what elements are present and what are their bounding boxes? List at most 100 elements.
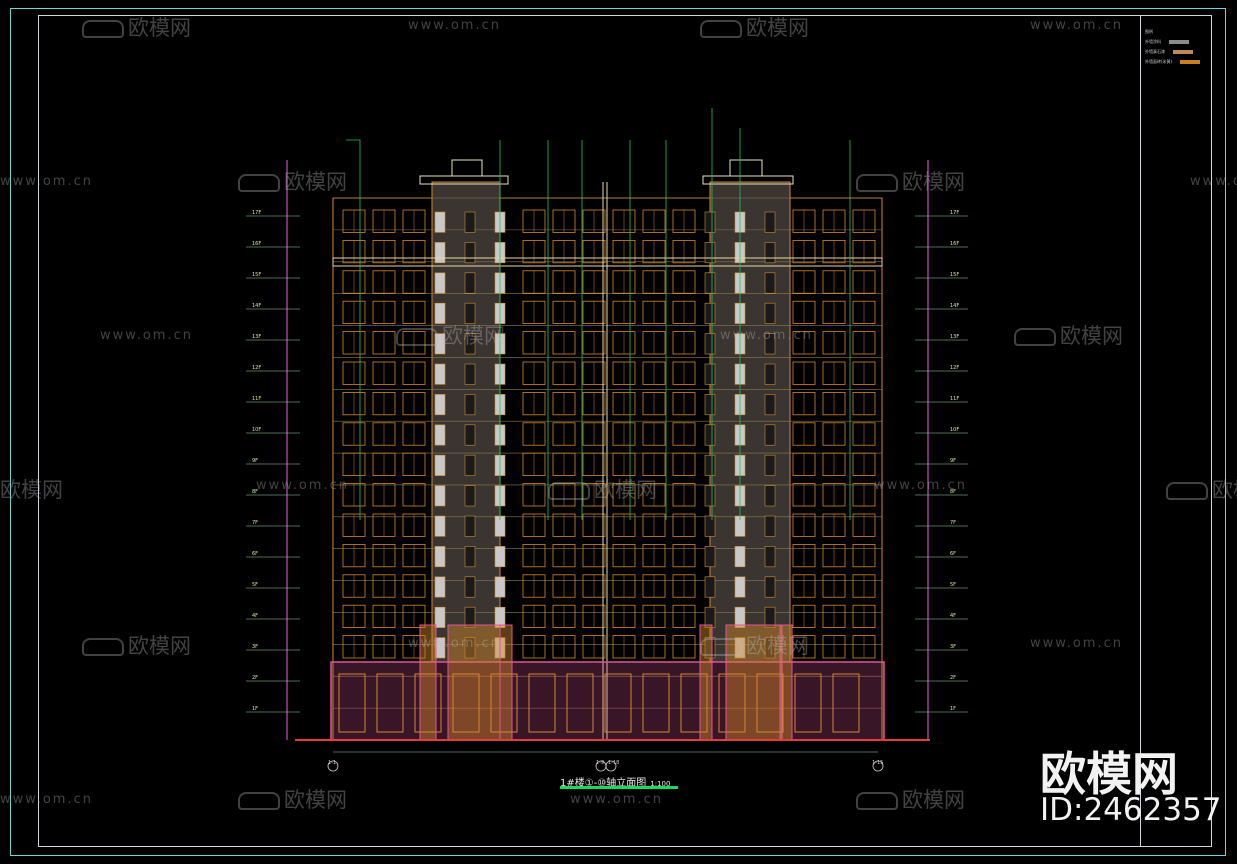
shopfront-opening	[680, 673, 708, 733]
tower-window	[764, 485, 776, 507]
tower-window	[764, 272, 776, 294]
tower-window	[464, 637, 476, 659]
tower-window	[764, 302, 776, 324]
tower-window	[434, 606, 446, 628]
tower-window	[434, 576, 446, 598]
tower-window	[734, 546, 746, 568]
shopfront-opening	[604, 673, 632, 733]
level-label: 6F	[252, 551, 258, 557]
tower-window	[434, 363, 446, 385]
title-block-row: 外墙涂料	[1145, 39, 1189, 45]
title-block-row: 外墙面砖(米黄)	[1145, 59, 1201, 65]
tower-window	[434, 272, 446, 294]
tower-window	[734, 637, 746, 659]
tower-window	[434, 242, 446, 264]
tower-window	[764, 333, 776, 355]
tower-window	[704, 394, 716, 416]
tower-window	[764, 454, 776, 476]
drawing-inner-frame	[38, 15, 1212, 847]
level-label: 12F	[950, 365, 959, 371]
level-label: 3F	[252, 644, 258, 650]
shopfront-opening	[414, 673, 442, 733]
level-label: 8F	[950, 489, 956, 495]
axis-bubble	[327, 760, 339, 772]
shopfront-opening	[338, 673, 366, 733]
tower-window	[734, 576, 746, 598]
level-label: 11F	[252, 396, 261, 402]
level-label: 1F	[252, 706, 258, 712]
tower-window	[434, 394, 446, 416]
tower-window	[464, 515, 476, 537]
tower-window	[434, 454, 446, 476]
tower-window	[764, 394, 776, 416]
drawing-outer-frame	[10, 8, 1226, 856]
level-label: 10F	[252, 427, 261, 433]
brand-logo-text: 欧模网	[1040, 747, 1178, 801]
tower-window	[464, 242, 476, 264]
tower-window	[704, 546, 716, 568]
level-label: 11F	[950, 396, 959, 402]
level-label: 7F	[950, 520, 956, 526]
stone-pier	[447, 624, 501, 741]
title-block-row: 外墙真石漆	[1145, 49, 1193, 55]
level-label: 15F	[252, 272, 261, 278]
tower-window	[764, 637, 776, 659]
caption-underline	[560, 786, 678, 789]
tower-window	[764, 242, 776, 264]
level-label: 9F	[252, 458, 258, 464]
stone-pier	[419, 624, 437, 741]
stone-pier	[725, 624, 783, 741]
tower-window	[704, 485, 716, 507]
shopfront-opening	[794, 673, 822, 733]
tower-window	[464, 363, 476, 385]
level-label: 2F	[950, 675, 956, 681]
tower-window	[464, 606, 476, 628]
stone-pier	[499, 624, 513, 741]
tower-window	[704, 363, 716, 385]
level-label: 16F	[252, 241, 261, 247]
tower-window	[464, 546, 476, 568]
tower-window	[704, 637, 716, 659]
tower-window	[464, 272, 476, 294]
axis-label: 1-1	[328, 760, 337, 766]
tower-window	[434, 211, 446, 233]
tower-window	[434, 546, 446, 568]
tower-window	[464, 302, 476, 324]
tower-window	[494, 546, 506, 568]
model-id: ID:2462357	[1040, 792, 1222, 828]
annotation-leader	[346, 139, 361, 520]
shopfront-opening	[376, 673, 404, 733]
axis-bubble	[872, 760, 884, 772]
level-label: 1F	[950, 706, 956, 712]
level-label: 6F	[950, 551, 956, 557]
tower-window	[434, 424, 446, 446]
tower-window	[464, 454, 476, 476]
tower-window	[704, 272, 716, 294]
level-label: 4F	[252, 613, 258, 619]
tower-window	[764, 424, 776, 446]
axis-label: 1-15	[872, 760, 884, 766]
roof-machine-room	[451, 159, 483, 177]
tower-window	[494, 576, 506, 598]
stair-tower	[709, 181, 791, 663]
tower-window	[764, 363, 776, 385]
drawing-scale: 1:100	[650, 780, 671, 788]
shopfront-opening	[642, 673, 670, 733]
shopfront-opening	[718, 673, 746, 733]
level-label: 15F	[950, 272, 959, 278]
level-label: 3F	[950, 644, 956, 650]
tower-window	[464, 485, 476, 507]
shopfront-opening	[490, 673, 518, 733]
shopfront-opening	[528, 673, 556, 733]
tower-window	[464, 394, 476, 416]
shopfront-opening	[832, 673, 860, 733]
tower-window	[704, 515, 716, 537]
tower-window	[734, 606, 746, 628]
tower-window	[764, 606, 776, 628]
level-label: 12F	[252, 365, 261, 371]
shopfront-opening	[756, 673, 784, 733]
level-label: 16F	[950, 241, 959, 247]
level-label: 5F	[950, 582, 956, 588]
